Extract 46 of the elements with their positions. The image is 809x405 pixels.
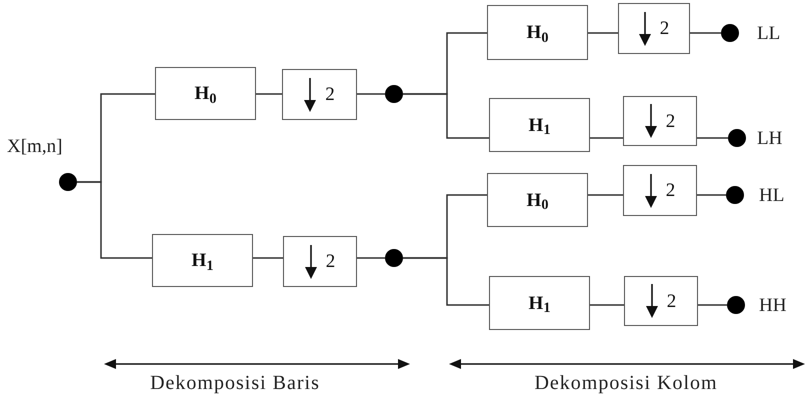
filter-label: H$_{0}$ [526, 23, 548, 42]
downsampler-box [618, 3, 690, 54]
downsample-factor: 2 [326, 252, 336, 271]
downsampler-box [623, 96, 697, 146]
output-label: LL [757, 24, 780, 43]
filter-box [487, 5, 588, 60]
connector-line [588, 32, 618, 34]
connector-line [357, 93, 385, 95]
connector-line [77, 181, 152, 259]
filter-box [487, 173, 588, 227]
stage-label: Dekomposisi Kolom [534, 373, 718, 393]
downsampler-box [283, 236, 357, 287]
filter-label: H$_{1}$ [528, 294, 550, 312]
input-label: X[m,n] [7, 137, 62, 156]
connector-line [590, 304, 624, 306]
downsampler-box [624, 276, 698, 326]
filter-box [152, 234, 253, 287]
connector-line [253, 257, 283, 259]
stage-label: Dekomposisi Baris [150, 373, 320, 393]
filter-label: H$_{0}$ [194, 84, 216, 103]
filter-box [155, 67, 256, 120]
downsample-factor: 2 [666, 181, 676, 200]
output-label: HL [759, 186, 784, 205]
connector-line [690, 32, 721, 34]
downsampler-box [282, 69, 357, 120]
filter-label: H$_{1}$ [528, 116, 550, 134]
connector-line [403, 93, 489, 139]
connector-line [590, 137, 623, 139]
filter-box [489, 276, 590, 330]
downsample-factor: 2 [660, 19, 670, 38]
connector-line [256, 93, 282, 95]
downsample-factor: 2 [325, 85, 335, 104]
connector-line [698, 304, 727, 306]
output-label: HH [759, 296, 786, 315]
filter-box [489, 98, 590, 152]
downsample-factor: 2 [666, 292, 676, 310]
filter-label: H$_{0}$ [526, 190, 548, 210]
connector-line [403, 257, 489, 306]
output-label: LH [757, 129, 782, 148]
connector-line [697, 137, 728, 139]
downsample-factor: 2 [666, 112, 676, 130]
filter-label: H$_{1}$ [192, 251, 214, 270]
downsampler-box [623, 165, 697, 216]
connector-line [697, 194, 726, 196]
connector-line [588, 194, 623, 196]
connector-line [357, 257, 385, 259]
